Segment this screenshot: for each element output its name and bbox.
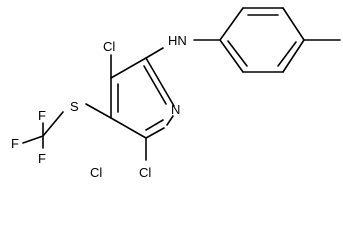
label-s: S (70, 99, 79, 114)
double-bond-t6-t1-inner (227, 40, 248, 67)
bond-c6-n (166, 115, 174, 126)
substituent-bonds (22, 39, 221, 161)
bond-t3-t4 (282, 7, 305, 41)
bond-c2-n-amine (145, 47, 164, 59)
label-nh: HN (168, 33, 187, 48)
bond-n-c2 (145, 57, 175, 107)
chemical-structure-diagram: Cl HN S F F F Cl Cl N (11, 7, 341, 180)
label-f-left: F (11, 136, 19, 151)
label-f-top: F (38, 108, 46, 123)
pyridine-ring (110, 57, 175, 139)
toluene-ring (219, 7, 341, 73)
bond-t6-t1 (219, 39, 244, 73)
bond-c2-c3 (110, 57, 147, 79)
bond-t4-t5 (282, 39, 305, 73)
label-cl-bottom-left: Cl (90, 165, 102, 180)
atom-labels: Cl HN S F F F Cl Cl N (11, 33, 187, 180)
label-n-ring: N (171, 102, 180, 117)
label-cl-bottom-right: Cl (139, 165, 151, 180)
label-f-bottom: F (38, 151, 46, 166)
double-bond-t4-t5-inner (277, 41, 297, 67)
bond-c5-c6 (145, 127, 165, 139)
bond-c-f-left (22, 135, 44, 144)
double-bond-n-c2-inner (143, 65, 167, 105)
double-bond-c5-c6-inner (145, 119, 164, 131)
label-cl-top: Cl (103, 39, 115, 54)
bond-c4-c5 (110, 117, 147, 139)
bond-t1-t2 (219, 7, 244, 41)
bond-c4-s (85, 103, 112, 119)
bond-s-cf3 (42, 111, 64, 137)
